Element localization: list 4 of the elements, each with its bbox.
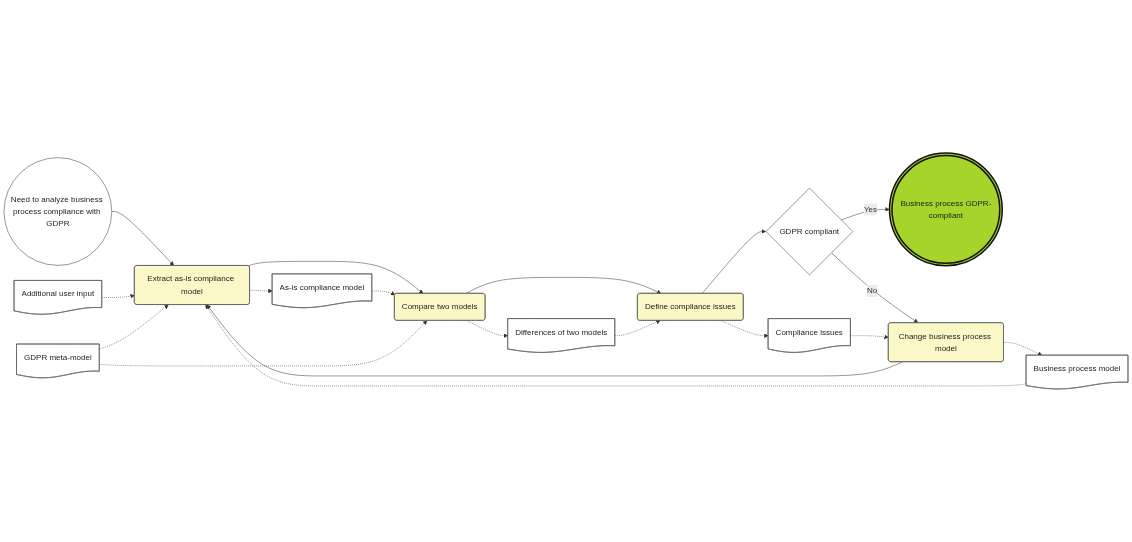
node-diamond: GDPR compliant [765,187,854,276]
node-circle: Need to analyze business process compliance with GDPR [3,157,112,266]
edge-label: Yes [863,204,877,214]
edge-label: No [866,286,878,295]
